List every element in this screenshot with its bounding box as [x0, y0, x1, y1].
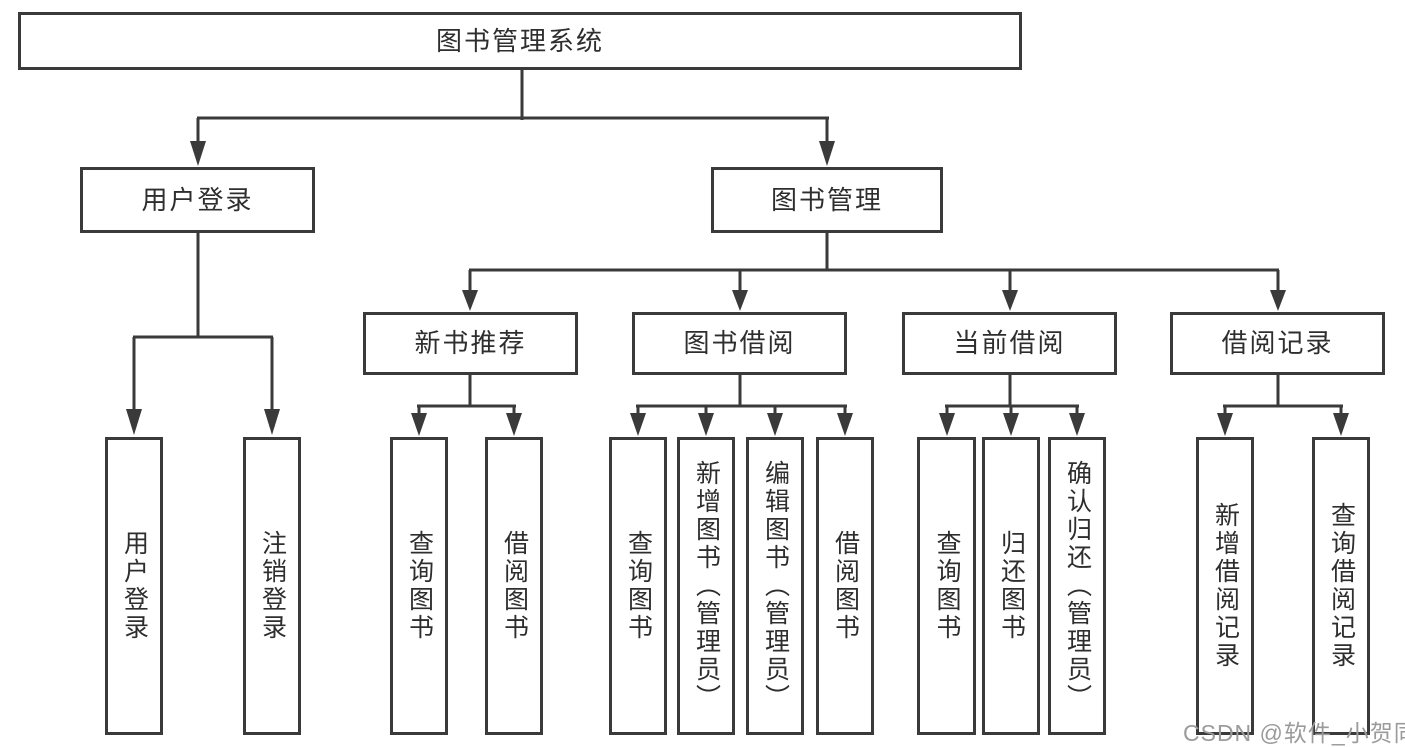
leaf-query-books-recommend: 查询图书	[390, 437, 448, 735]
leaf-return-books: 归还图书	[982, 437, 1040, 735]
leaf-query-books-borrow: 查询图书	[609, 437, 667, 735]
leaf-query-books-current: 查询图书	[917, 437, 976, 735]
leaf-borrow-books: 借阅图书	[816, 437, 874, 735]
leaf-confirm-return-admin: 确认归还（管理员）	[1048, 437, 1106, 735]
leaf-logout: 注销登录	[243, 437, 301, 735]
leaf-edit-books-admin: 编辑图书（管理员）	[746, 437, 804, 735]
node-library-management-system: 图书管理系统	[18, 12, 1022, 70]
node-borrowing-records: 借阅记录	[1170, 312, 1385, 375]
leaf-user-login: 用户登录	[105, 437, 163, 735]
leaf-add-books-admin: 新增图书（管理员）	[677, 437, 735, 735]
node-book-borrowing: 图书借阅	[632, 312, 847, 375]
node-book-management: 图书管理	[711, 167, 943, 233]
node-current-borrowing: 当前借阅	[902, 312, 1117, 375]
leaf-query-borrow-record: 查询借阅记录	[1312, 437, 1370, 735]
csdn-watermark: CSDN @软件_小贺同学	[1183, 720, 1405, 746]
node-new-book-recommend: 新书推荐	[363, 312, 578, 375]
node-user-login: 用户登录	[80, 167, 315, 233]
leaf-add-borrow-record: 新增借阅记录	[1196, 437, 1254, 735]
leaf-borrow-books-recommend: 借阅图书	[485, 437, 543, 735]
